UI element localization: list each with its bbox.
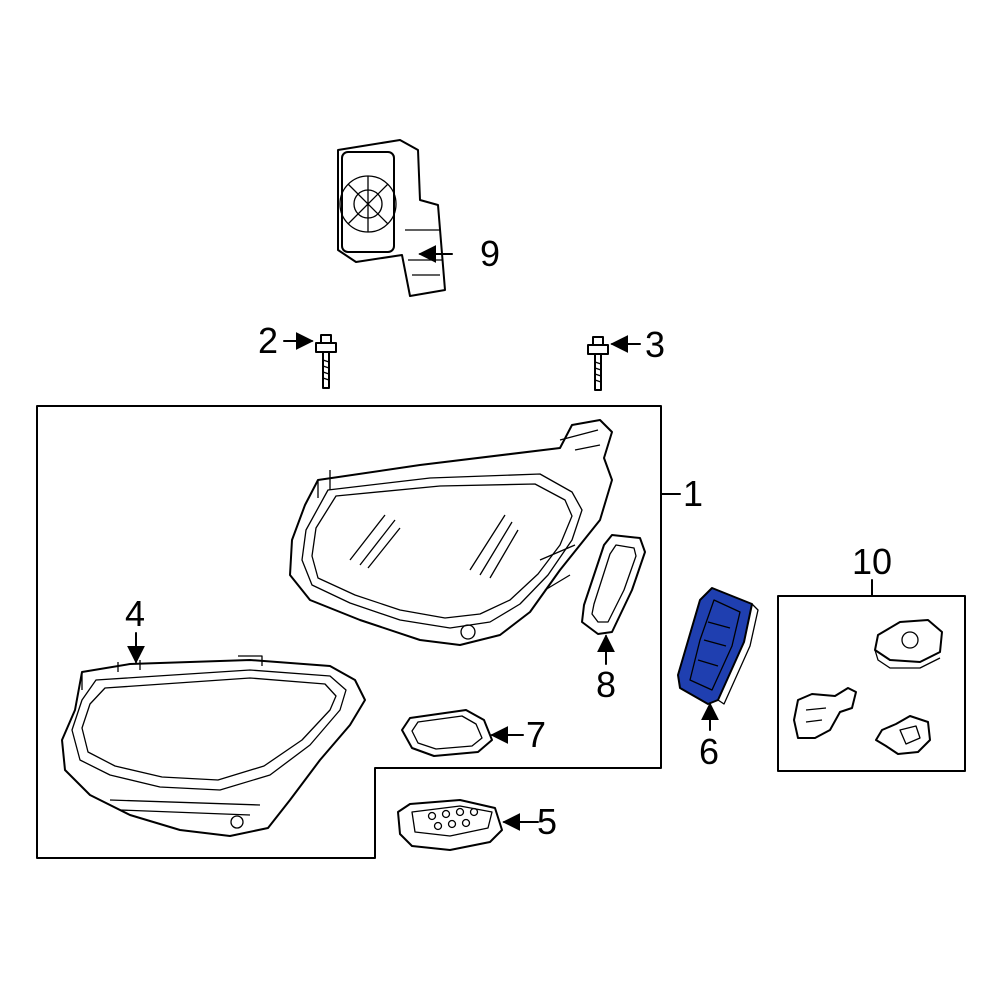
part-10-clip-right[interactable] <box>875 715 931 755</box>
part-5-module[interactable] <box>397 799 503 851</box>
callout-2[interactable]: 2 <box>258 320 278 361</box>
part-10-bracket-top[interactable] <box>874 619 943 669</box>
assembly-group-box <box>36 405 662 859</box>
part-2-bolt[interactable] <box>315 334 337 389</box>
part-6-led-module[interactable] <box>677 587 759 705</box>
callout-9[interactable]: 9 <box>480 233 500 274</box>
callout-3[interactable]: 3 <box>645 324 665 365</box>
part-10-bracket-left[interactable] <box>793 687 857 739</box>
callout-4[interactable]: 4 <box>125 593 145 634</box>
part-7-gasket[interactable] <box>401 709 493 757</box>
callout-1[interactable]: 1 <box>683 473 703 514</box>
callout-10[interactable]: 10 <box>852 541 892 582</box>
callout-6[interactable]: 6 <box>699 731 719 772</box>
part-3-bolt[interactable] <box>587 336 609 391</box>
part-1-headlamp[interactable] <box>289 419 613 646</box>
part-9-fan[interactable] <box>337 139 446 297</box>
part-10-group-box <box>777 595 966 772</box>
part-4-housing[interactable] <box>61 655 366 837</box>
callout-8[interactable]: 8 <box>596 664 616 705</box>
callout-5[interactable]: 5 <box>537 801 557 842</box>
part-8-gasket[interactable] <box>581 534 646 635</box>
callout-7[interactable]: 7 <box>526 714 546 755</box>
